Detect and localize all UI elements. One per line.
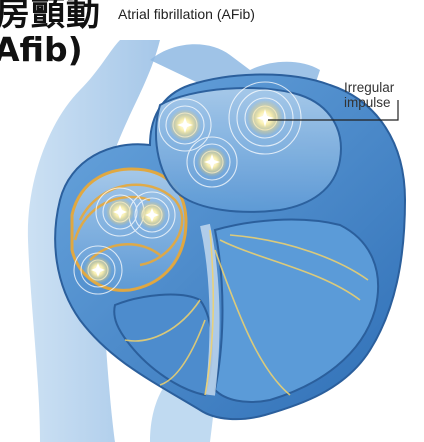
callout-line-1: Irregular [344,80,394,95]
page-title-en: Atrial fibrillation (AFib) [118,6,255,22]
callout-line-2: impulse [344,95,394,110]
page-title-paren: Afib) [0,30,83,69]
irregular-impulse-label: Irregular impulse [344,80,394,110]
